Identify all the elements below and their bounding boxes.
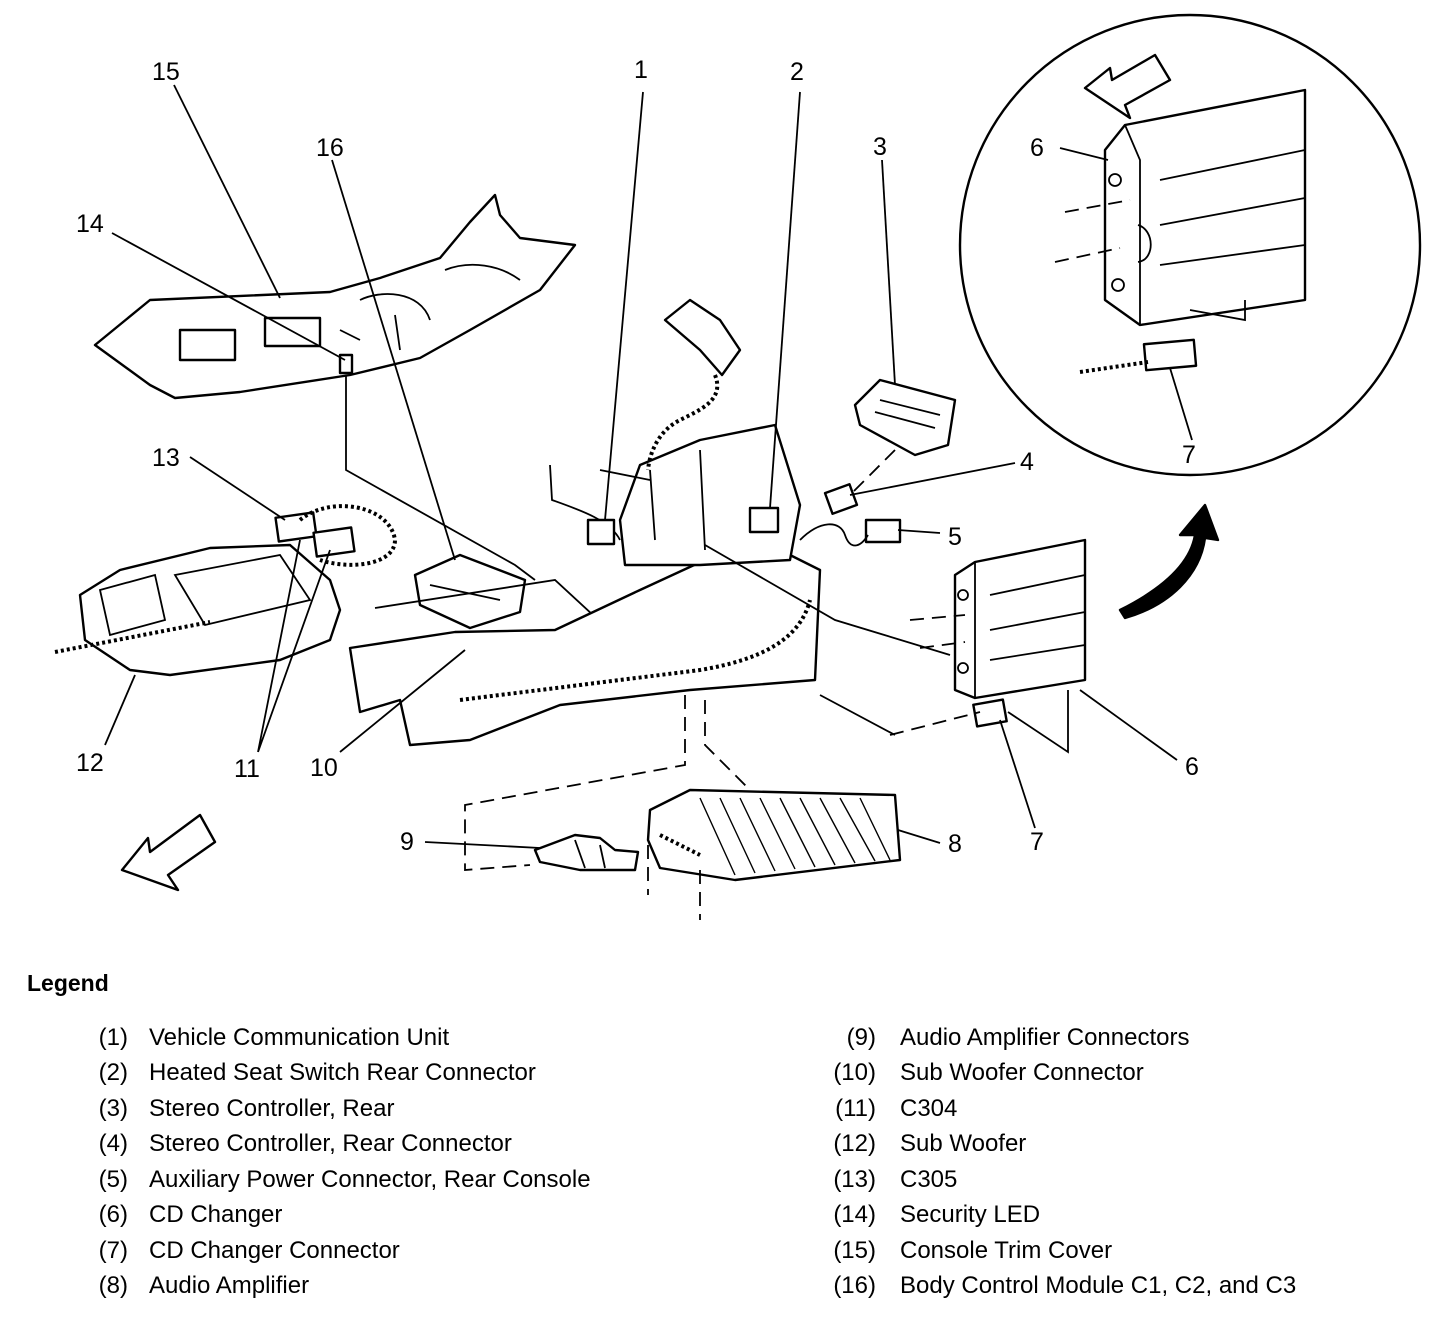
cd-changer-connector: [972, 698, 1008, 728]
callout-7: 7: [1030, 828, 1044, 856]
stereo-controller-rear-connector: [823, 483, 859, 515]
callout-8: 8: [948, 830, 962, 858]
callout-15: 15: [152, 58, 180, 86]
legend-title: Legend: [27, 970, 109, 996]
callout-10: 10: [310, 754, 338, 782]
c304-connector: [312, 526, 356, 558]
body-control-module: [413, 553, 527, 630]
cd-changer: [953, 538, 1087, 700]
audio-amplifier: [646, 788, 902, 882]
callout-7-detail: 7: [1182, 441, 1196, 469]
console-trim-cover: [93, 193, 577, 400]
cd-changer-detail-view: [958, 13, 1422, 477]
front-direction-arrow-icon: [120, 813, 217, 892]
detail-callout-arrow-icon: [1118, 503, 1220, 620]
callout-13: 13: [152, 444, 180, 472]
callout-3: 3: [873, 133, 887, 161]
callout-6-detail: 6: [1030, 134, 1044, 162]
auxiliary-power-connector: [864, 518, 902, 544]
stereo-controller-rear: [853, 378, 957, 457]
vehicle-communication-unit: [586, 518, 616, 546]
callout-1: 1: [634, 56, 648, 84]
callout-12: 12: [76, 749, 104, 777]
leader-lines: [104, 84, 1193, 849]
callout-16: 16: [316, 134, 344, 162]
seat-belt-latch: [646, 298, 742, 471]
callout-11: 11: [234, 755, 260, 783]
direction-arrow-icon: [1083, 53, 1172, 120]
callout-labels: 1 2 3 4 5 6 7 8 9 10 11 12 13 14 15 16 6…: [76, 56, 1199, 858]
component-locator-diagram: 1 2 3 4 5 6 7 8 9 10 11 12 13 14 15 16 6…: [54, 13, 1422, 920]
sub-woofer: [54, 543, 342, 677]
callout-14: 14: [76, 210, 104, 238]
c305-connector: [274, 511, 318, 543]
callout-6: 6: [1185, 753, 1199, 781]
callout-4: 4: [1020, 448, 1034, 476]
heated-seat-switch-rear-connector: [748, 506, 780, 534]
audio-amplifier-connectors: [533, 833, 640, 872]
callout-5: 5: [948, 523, 962, 551]
callout-2: 2: [790, 58, 804, 86]
callout-9: 9: [400, 828, 414, 856]
